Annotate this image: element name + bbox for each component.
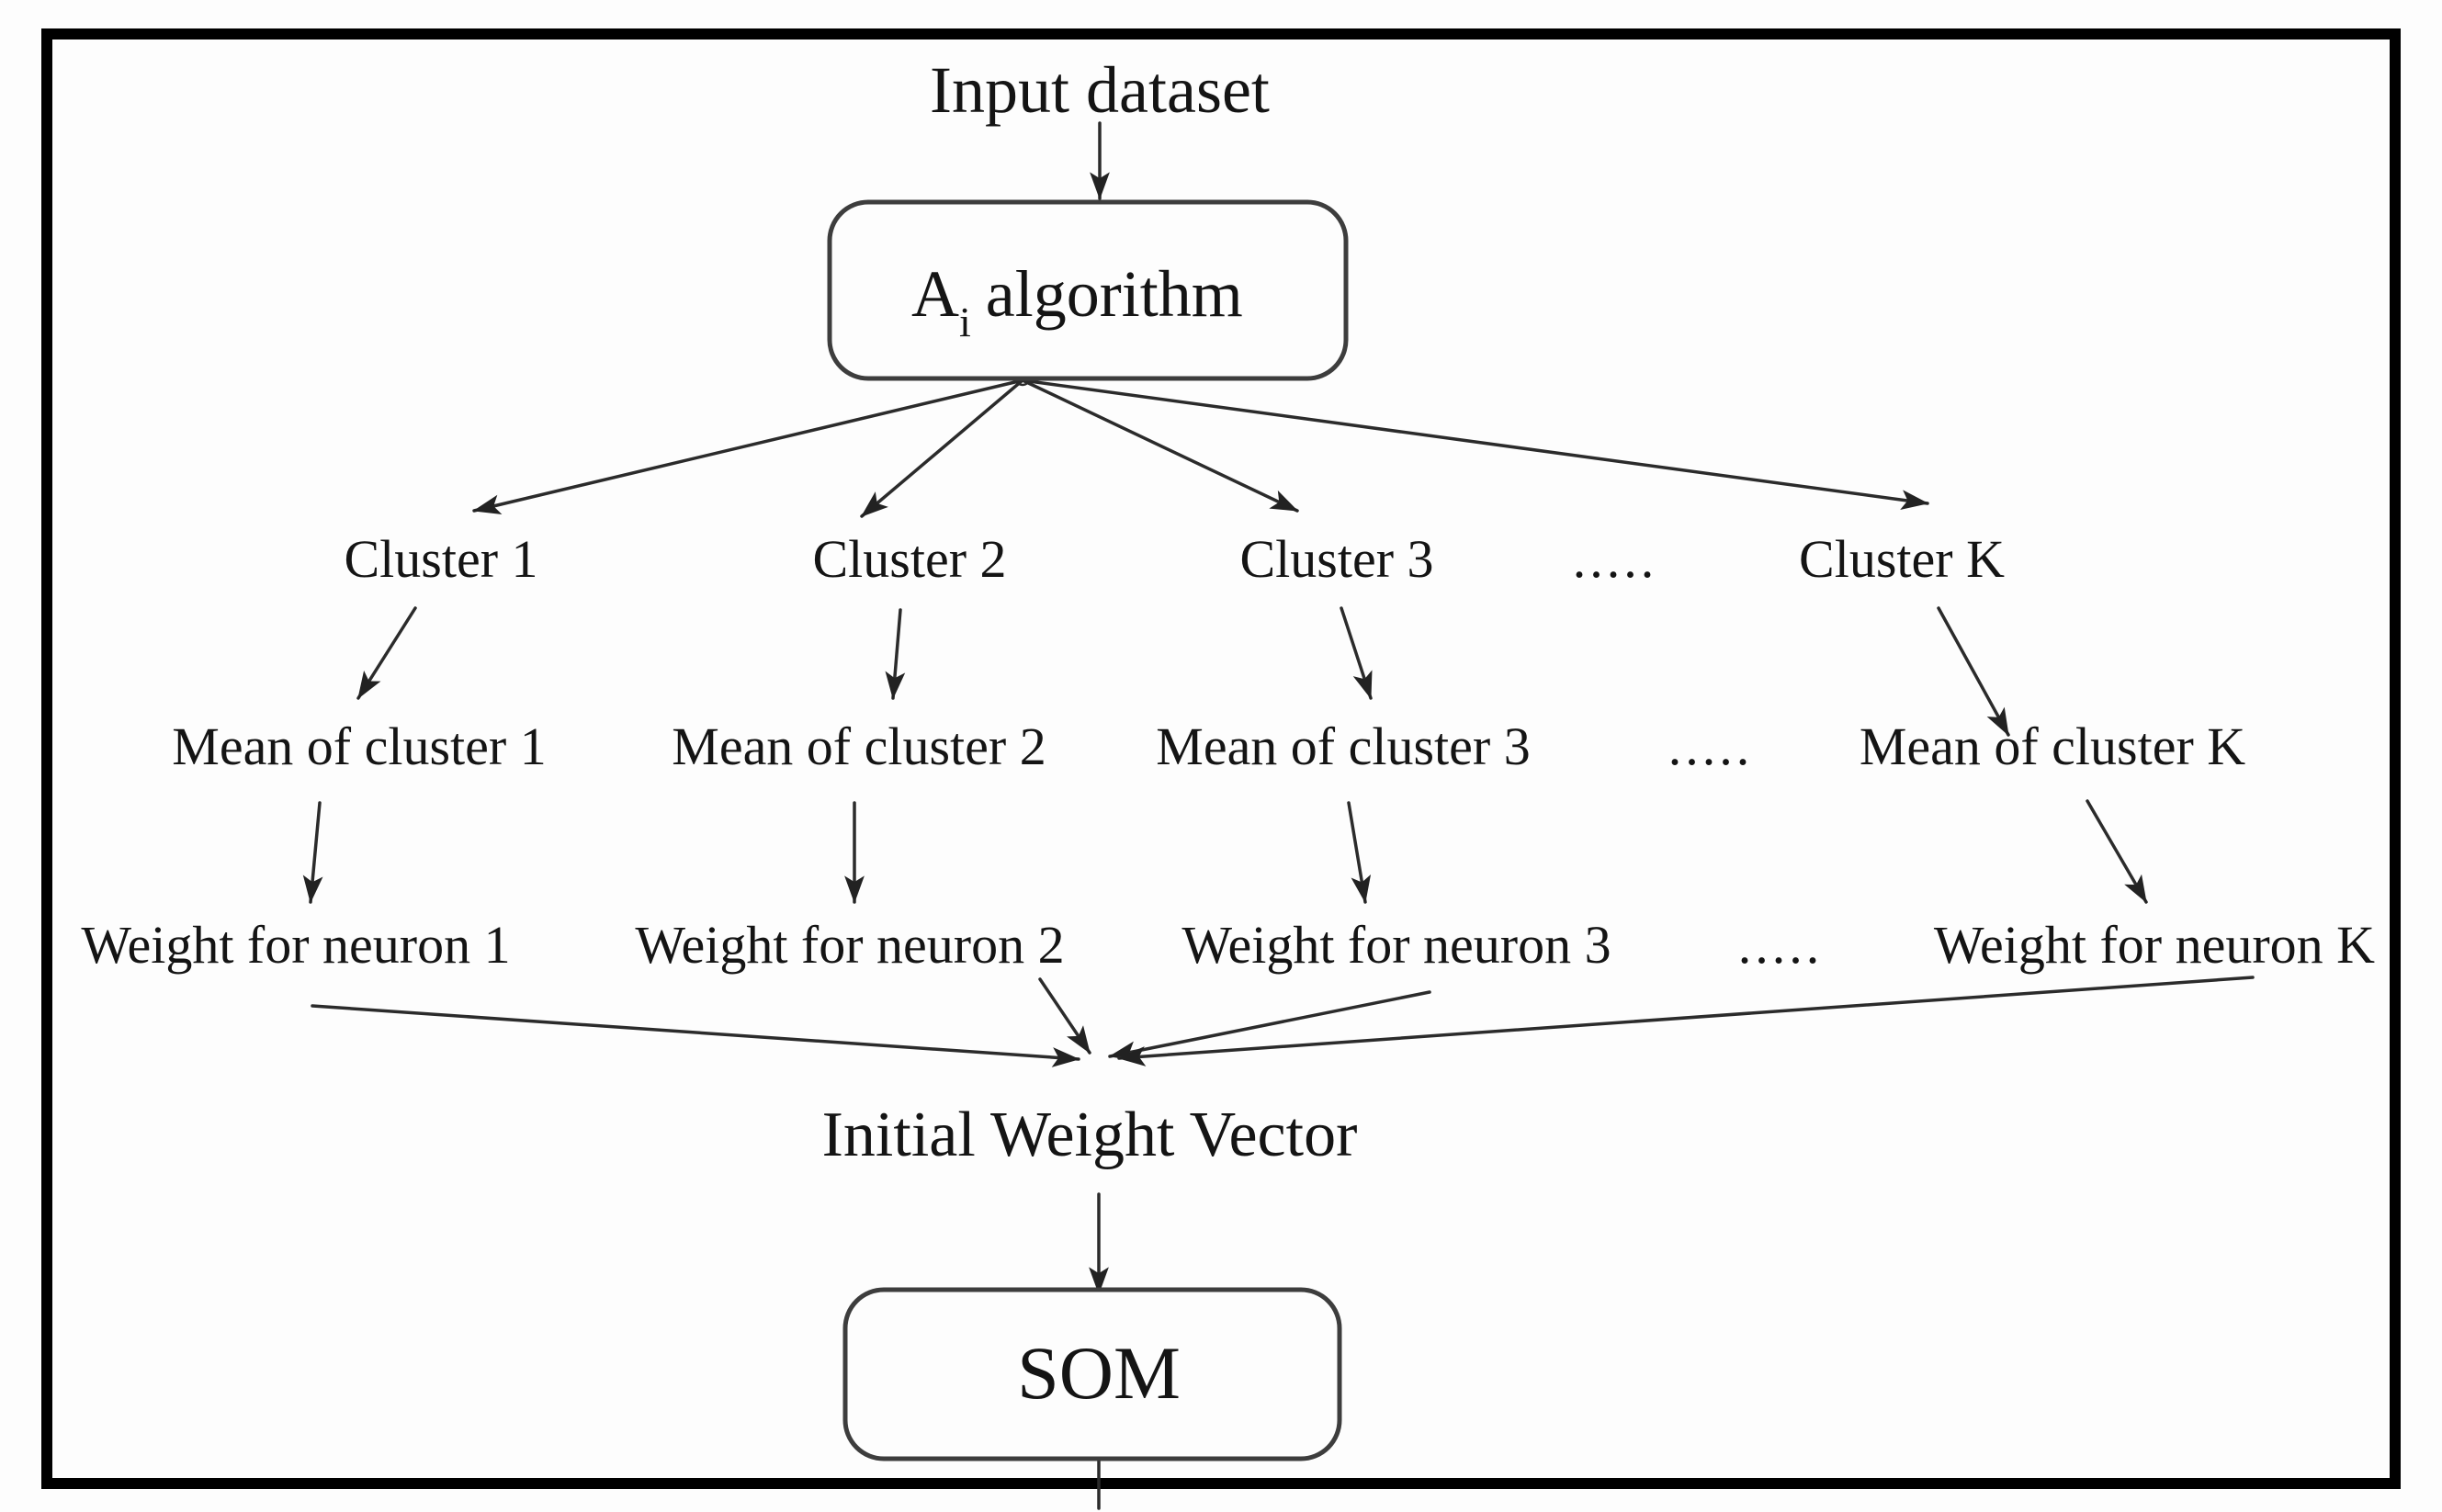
cluster-3-label: Cluster 3 — [1239, 529, 1433, 589]
arrow-algorithm-to-cluster-3 — [1021, 378, 1299, 513]
weight-1-label: Weight for neuron 1 — [81, 915, 510, 975]
som-label: SOM — [1017, 1331, 1181, 1415]
cluster-ellipsis-label: ..... — [1573, 529, 1658, 589]
arrow-algorithm-to-cluster-k — [1021, 378, 1929, 510]
weight-k-label: Weight for neuron K — [1934, 915, 2375, 975]
edges-group — [302, 121, 2255, 1510]
arrow-weight-3-to-ivw — [1108, 990, 1431, 1062]
mean-1-label: Mean of cluster 1 — [172, 717, 546, 776]
weight-3-label: Weight for neuron 3 — [1181, 915, 1611, 975]
cluster-1-label: Cluster 1 — [344, 529, 537, 589]
arrow-weight-k-to-ivw — [1117, 976, 2255, 1066]
cluster-k-label: Cluster K — [1799, 529, 2005, 589]
arrow-cluster-1-to-mean-1 — [356, 606, 417, 700]
algorithm-label-subscript: i — [959, 299, 971, 345]
figure-border-frame — [41, 28, 2401, 1489]
algorithm-label: Ai algorithm — [911, 257, 1243, 345]
arrow-mean-1-to-weight-1 — [302, 801, 323, 904]
algorithm-label-main: A — [911, 257, 959, 331]
cluster-2-label: Cluster 2 — [812, 529, 1006, 589]
arrow-cluster-3-to-mean-3 — [1340, 606, 1373, 700]
arrow-cluster-k-to-mean-k — [1937, 606, 2010, 737]
arrow-mean-k-to-weight-k — [2086, 799, 2148, 904]
labels-group: Input dataset Ai algorithm Cluster 1 Clus… — [81, 53, 2375, 1415]
node-boxes-group — [827, 199, 1349, 1461]
mean-ellipsis-label: ..... — [1668, 717, 1754, 776]
algorithm-label-rest: algorithm — [986, 257, 1243, 331]
arrow-weight-2-to-ivw — [1038, 977, 1091, 1055]
arrow-cluster-2-to-mean-2 — [885, 608, 906, 700]
arrow-algorithm-to-cluster-2 — [860, 378, 1024, 518]
arrow-mean-3-to-weight-3 — [1347, 801, 1372, 904]
initial-weight-vector-label: Initial Weight Vector — [822, 1100, 1358, 1170]
weight-2-label: Weight for neuron 2 — [635, 915, 1064, 975]
mean-2-label: Mean of cluster 2 — [672, 717, 1046, 776]
input-dataset-label: Input dataset — [930, 53, 1270, 127]
som-node-box — [842, 1287, 1342, 1461]
mean-k-label: Mean of cluster K — [1860, 717, 2245, 776]
algorithm-node-box — [827, 199, 1349, 381]
mean-3-label: Mean of cluster 3 — [1156, 717, 1530, 776]
weight-ellipsis-label: ..... — [1738, 915, 1824, 975]
arrow-weight-1-to-ivw — [311, 1004, 1080, 1067]
arrow-algorithm-to-cluster-1 — [472, 378, 1024, 514]
